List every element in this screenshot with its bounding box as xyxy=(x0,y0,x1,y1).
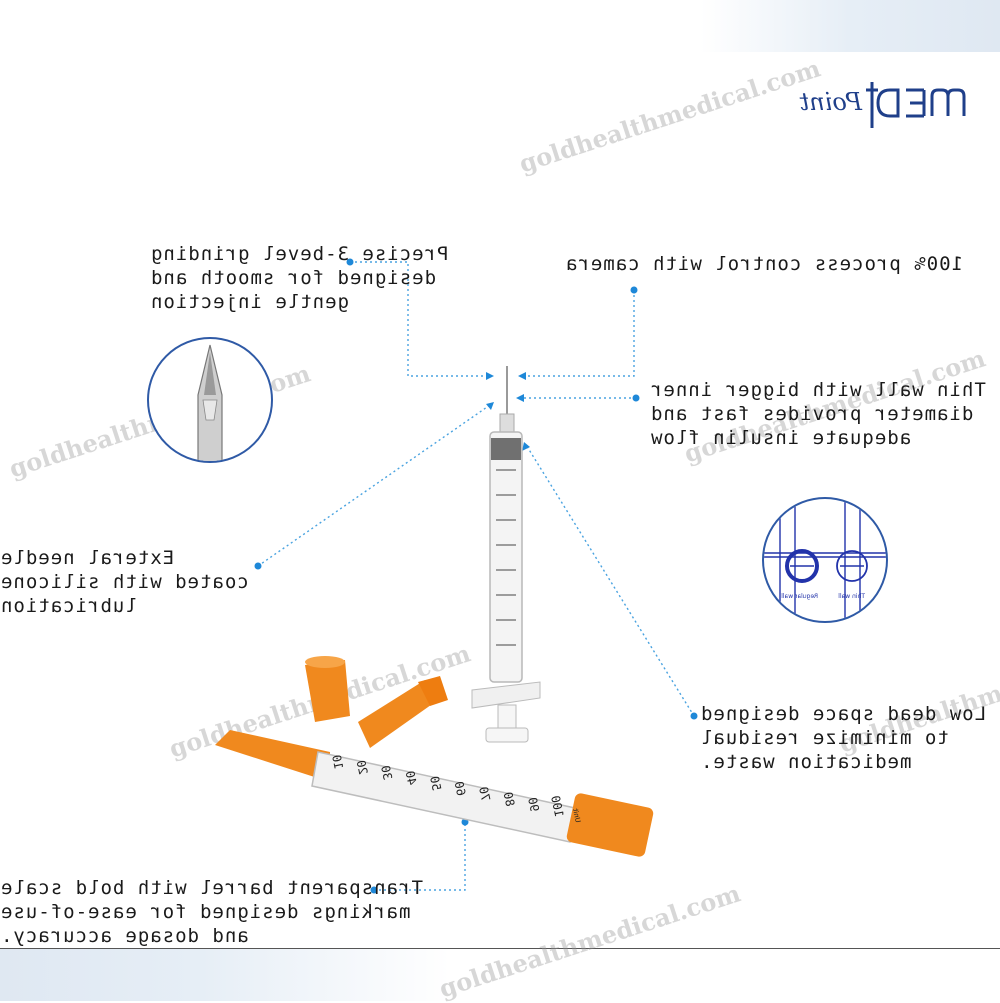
callout-thin-wall: Thin wall with bigger inner diameter pro… xyxy=(650,379,986,449)
scale-mark: 10 xyxy=(329,754,346,771)
scale-mark: 70 xyxy=(476,785,493,802)
regular-wall-label: Regular wall xyxy=(781,593,818,600)
scale-mark: 40 xyxy=(403,769,420,786)
callout-dead-space: Low dead space designed to minimize resi… xyxy=(700,703,987,773)
scale-mark: 60 xyxy=(452,780,469,797)
bottom-gradient-bar xyxy=(0,948,1000,1001)
orange-caps xyxy=(305,656,448,748)
scale-unit: Unit xyxy=(571,808,582,824)
scale-mark: 30 xyxy=(378,764,395,781)
upright-syringe xyxy=(471,366,541,743)
scale-mark: 80 xyxy=(501,791,518,808)
callout-barrel: Transparent barrel with bold scale marki… xyxy=(0,877,423,947)
callout-camera: 100% process control with camera xyxy=(565,253,964,275)
callout-silicone: Exteral needle coated with silicone lubr… xyxy=(0,547,249,617)
scale-mark: 50 xyxy=(427,775,444,792)
scale-mark: 20 xyxy=(354,759,371,776)
top-gradient-bar xyxy=(0,0,1000,52)
scale-mark: 90 xyxy=(525,796,542,813)
callout-bevel: Precise 3-bevel grinding designed for sm… xyxy=(150,243,449,313)
svg-text:Point: Point xyxy=(799,88,863,116)
medpoint-logo: Point xyxy=(799,82,966,128)
scale-mark: 100 xyxy=(548,794,566,818)
thin-wall-label: Thin wall xyxy=(838,593,866,600)
needle-bevel-detail xyxy=(147,337,273,463)
wall-comparison-diagram: Regular wall Thin wall xyxy=(762,497,888,623)
